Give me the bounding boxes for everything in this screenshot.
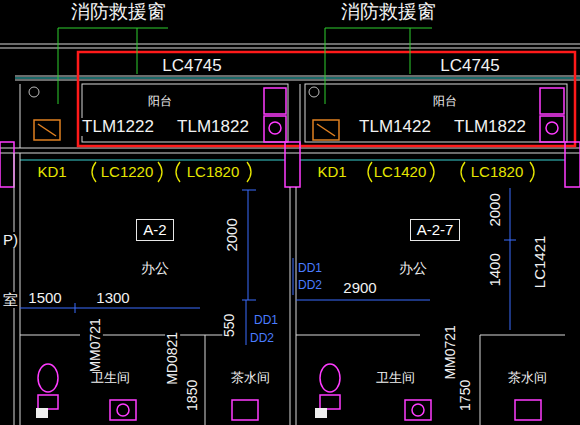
plan-label: LC1820 xyxy=(186,164,241,180)
dimension-text: MD0821 xyxy=(165,331,180,386)
room-tag-box: A-2-7 xyxy=(410,219,461,242)
plan-label: 办公 xyxy=(398,261,428,276)
plan-label: 茶水间 xyxy=(507,371,548,385)
room-tag-box: A-2 xyxy=(136,219,173,242)
plan-label: 室 xyxy=(2,292,19,308)
dimension-text: 1850 xyxy=(186,378,201,411)
plan-label: 2900 xyxy=(342,280,377,296)
plan-label: 卫生间 xyxy=(90,371,131,385)
dimension-text: 2000 xyxy=(487,192,503,227)
dimension-text: MM0721 xyxy=(88,317,103,373)
plan-label: 1300 xyxy=(95,290,130,306)
plan-label: P) xyxy=(2,232,19,248)
plan-label: 茶水间 xyxy=(230,371,271,385)
plan-label: DD2 xyxy=(297,279,323,292)
dimension-text: 1750 xyxy=(459,378,474,411)
dimension-text: 1400 xyxy=(487,252,503,287)
plan-label: 阳台 xyxy=(432,95,458,108)
plan-label: KD1 xyxy=(36,164,67,180)
plan-label: LC1420 xyxy=(373,164,428,180)
plan-label: LC4745 xyxy=(161,57,223,75)
plan-label: TLM1422 xyxy=(358,118,432,136)
plan-label: LC4745 xyxy=(439,57,501,75)
dimension-text: MM0721 xyxy=(443,324,458,380)
dimension-text: 550 xyxy=(223,312,238,337)
plan-label: KD1 xyxy=(316,164,347,180)
plan-label: 卫生间 xyxy=(375,371,416,385)
plan-label: DD2 xyxy=(249,332,275,345)
dimension-text: LC1421 xyxy=(532,235,548,290)
plan-label: 阳台 xyxy=(147,95,173,108)
plan-label: DD1 xyxy=(253,314,279,327)
plan-label: 消防救援窗 xyxy=(340,2,437,22)
plan-label: DD1 xyxy=(297,262,323,275)
plan-label: 1500 xyxy=(27,290,62,306)
room-tag: A-2-7 xyxy=(417,222,454,239)
plan-label: 办公 xyxy=(140,261,170,276)
plan-label: LC1220 xyxy=(100,164,155,180)
plan-label: TLM1822 xyxy=(176,118,250,136)
plan-label: TLM1822 xyxy=(453,118,527,136)
dimension-text: 2000 xyxy=(224,217,240,252)
plan-label: 消防救援窗 xyxy=(70,2,167,22)
room-tag: A-2 xyxy=(143,222,166,239)
plan-label: LC1820 xyxy=(470,164,525,180)
plan-label: TLM1222 xyxy=(81,118,155,136)
